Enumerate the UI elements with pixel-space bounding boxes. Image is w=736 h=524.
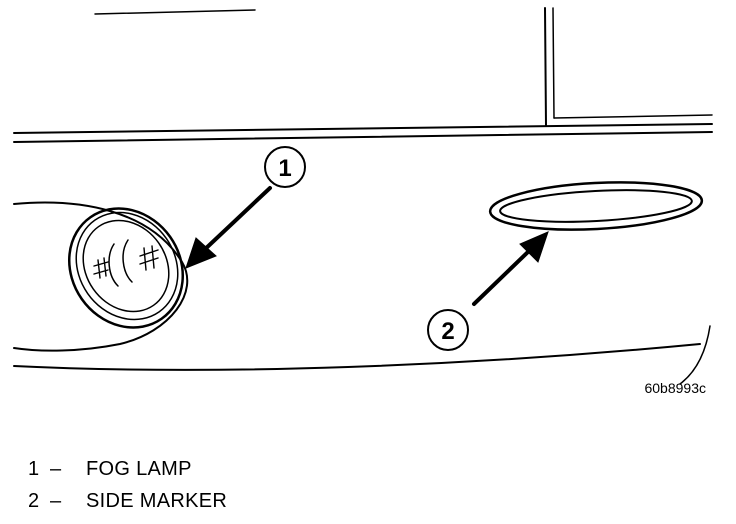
callout-arrow-1-shaft: [200, 186, 272, 254]
legend-label: FOG LAMP: [86, 458, 192, 480]
fog-lamp-lens-outer: [67, 207, 185, 329]
fog-lamp-lens-inner: [82, 219, 170, 313]
side-marker-inner: [499, 189, 693, 223]
callout-arrow-2-head: [519, 231, 549, 263]
callout-number-1: 1: [278, 155, 291, 182]
lens-reflection: [108, 239, 133, 287]
fog-lamp-diagram: 1 2 60b8993c: [13, 7, 713, 396]
figure-code: 60b8993c: [644, 380, 706, 396]
legend-item-2: 2– SIDE MARKER: [28, 490, 227, 513]
callout-circle-1: [264, 146, 306, 188]
fog-lamp-lens-mid: [75, 211, 179, 321]
legend-number: 1: [28, 458, 40, 480]
body-bottom-line: [13, 343, 701, 371]
legend-separator: –: [50, 458, 62, 480]
door-edge-line: [544, 7, 547, 127]
callout-arrow-2-shaft: [472, 248, 532, 306]
door-edge-line-inner: [552, 7, 555, 119]
callout-number-2: 2: [441, 318, 454, 345]
lens-hatch-right: [139, 245, 159, 271]
side-marker-outer: [488, 181, 704, 231]
legend-item-1: 1– FOG LAMP: [28, 458, 192, 481]
callout-circle-2: [427, 309, 469, 351]
callout-arrow-1-head: [185, 237, 217, 269]
legend-label: SIDE MARKER: [86, 490, 228, 512]
wheel-arch-line: [679, 325, 711, 385]
body-upper-line: [13, 123, 713, 134]
fog-lamp-bezel: [13, 201, 189, 352]
legend-separator: –: [50, 490, 62, 512]
lens-hatch-left: [93, 257, 109, 279]
door-bottom-line: [553, 114, 713, 119]
hood-edge-line: [94, 9, 256, 15]
body-lower-line: [13, 131, 713, 143]
legend-number: 2: [28, 490, 40, 512]
